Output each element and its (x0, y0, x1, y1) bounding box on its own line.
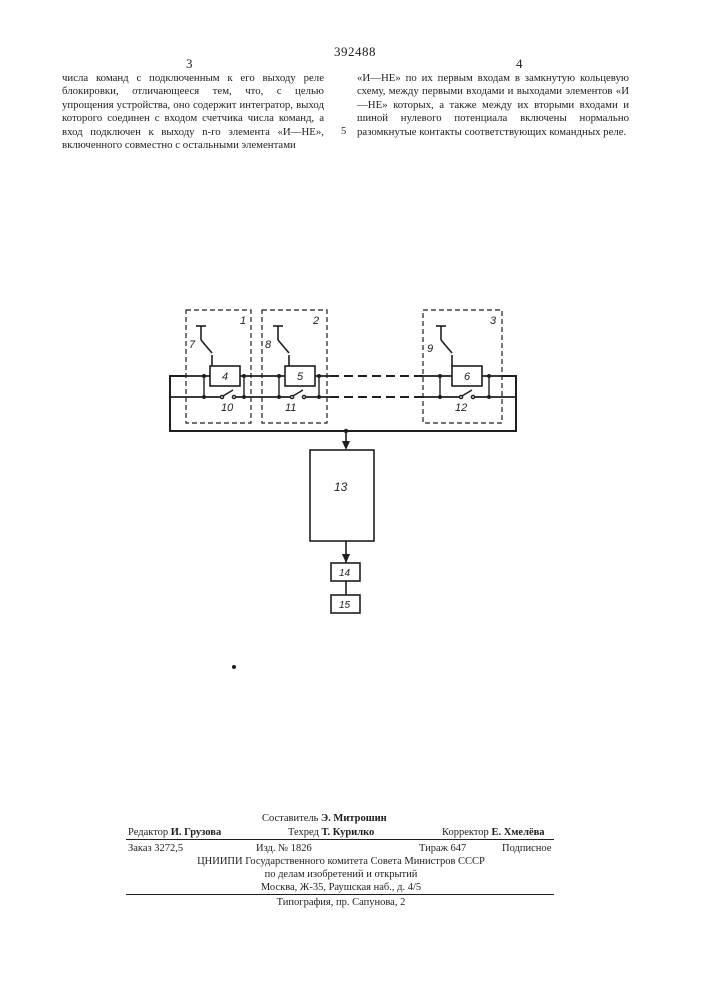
switch-7 (196, 326, 212, 366)
margin-line-number: 5 (341, 126, 346, 137)
right-column-paragraph: «И—НЕ» по их первым входам в замкнутую к… (357, 72, 629, 139)
label-block-14: 14 (339, 568, 351, 579)
label-switch-7: 7 (189, 339, 196, 351)
left-text-column: числа команд с подключенным к его выходу… (62, 72, 324, 152)
order-number: Заказ 3272,5 (128, 842, 183, 855)
corrector-line: Корректор Е. Хмелёва (442, 826, 545, 839)
label-gate-5: 5 (297, 371, 304, 383)
label-unit-1: 1 (240, 315, 246, 327)
label-unit-2: 2 (312, 315, 319, 327)
patent-number: 392488 (310, 44, 400, 60)
techred-name: Т. Курилко (322, 827, 375, 838)
compiler-name: Э. Митрошин (321, 813, 387, 824)
scan-dot (232, 665, 236, 669)
contact-11 (290, 390, 305, 400)
label-contact-12: 12 (455, 402, 467, 414)
compiler-line: Составитель Э. Митрошин (262, 812, 387, 825)
column-number-left: 3 (186, 56, 193, 72)
switch-8 (273, 326, 289, 366)
left-column-paragraph: числа команд с подключенным к его выходу… (62, 72, 324, 152)
printer-line: Типография, пр. Сапунова, 2 (128, 896, 554, 909)
circuit-diagram: 1 2 3 7 8 9 4 5 6 10 11 12 13 14 15 (0, 300, 707, 630)
right-text-column: «И—НЕ» по их первым входам в замкнутую к… (357, 72, 629, 139)
label-block-15: 15 (339, 600, 351, 611)
footer-divider-top (126, 839, 554, 840)
label-switch-8: 8 (265, 339, 272, 351)
label-contact-11: 11 (285, 402, 296, 414)
switch-9 (436, 326, 452, 366)
label-gate-6: 6 (464, 371, 471, 383)
editor-name: И. Грузова (171, 827, 221, 838)
org-line-2: по делам изобретений и открытий (128, 868, 554, 881)
techred-line: Техред Т. Курилко (288, 826, 374, 839)
publication-number: Изд. № 1826 (256, 842, 312, 855)
block-13 (310, 450, 374, 541)
editor-line: Редактор И. Грузова (128, 826, 221, 839)
label-gate-4: 4 (222, 371, 228, 383)
label-contact-10: 10 (221, 402, 234, 414)
label-block-13: 13 (334, 480, 348, 494)
circulation: Тираж 647 (419, 842, 466, 855)
footer-divider-bottom (126, 894, 554, 895)
org-line-3: Москва, Ж-35, Раушская наб., д. 4/5 (128, 881, 554, 894)
corrector-name: Е. Хмелёва (491, 827, 544, 838)
column-number-right: 4 (516, 56, 523, 72)
label-switch-9: 9 (427, 343, 433, 355)
contact-12 (459, 390, 474, 400)
org-line-1: ЦНИИПИ Государственного комитета Совета … (128, 855, 554, 868)
label-unit-3: 3 (490, 315, 497, 327)
subscription: Подписное (502, 842, 551, 855)
contact-10 (220, 390, 235, 400)
